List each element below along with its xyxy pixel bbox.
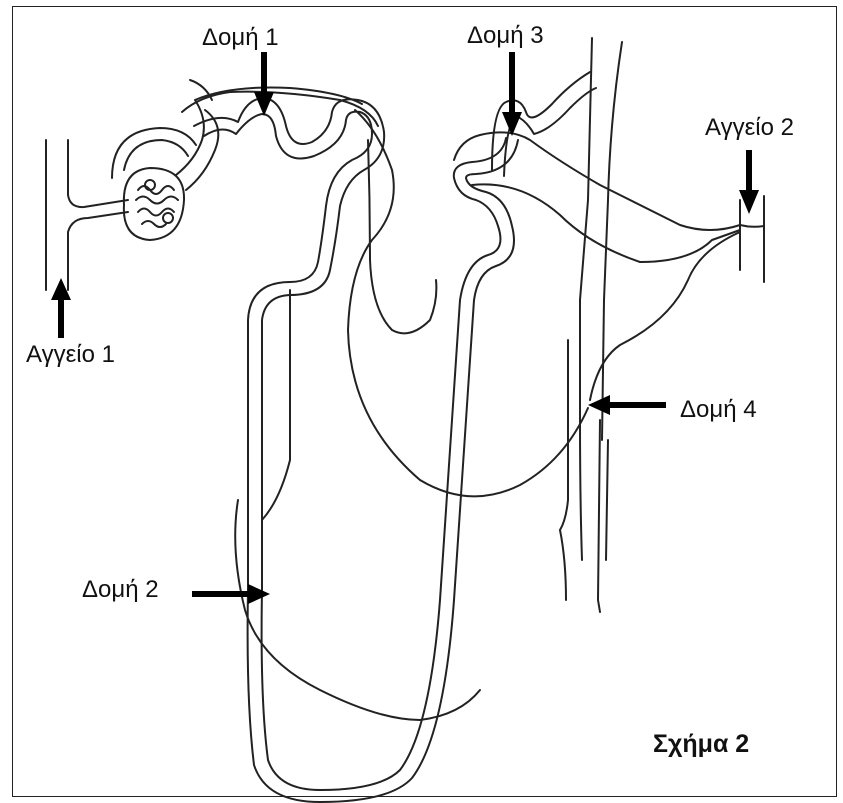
peritubular-capillaries [182,80,740,720]
collecting-duct [560,38,622,612]
vessel-2 [740,196,764,282]
label-aggeio-1: Αγγείο 1 [26,343,115,367]
proximal-tubule [194,98,518,802]
arrow-domi-1 [254,52,274,116]
label-domi-4: Δομή 4 [680,398,757,422]
arrow-domi-3 [502,52,522,136]
vessel-1 [46,140,128,290]
label-aggeio-2: Αγγείο 2 [705,116,794,140]
arrow-domi-4 [588,395,666,415]
arrow-aggeio-2 [739,150,759,214]
label-domi-3: Δομή 3 [467,24,544,48]
figure-caption: Σχήμα 2 [653,730,749,759]
label-domi-2: Δομή 2 [82,578,159,602]
arrow-domi-2 [192,584,270,604]
label-domi-1: Δομή 1 [202,26,279,50]
